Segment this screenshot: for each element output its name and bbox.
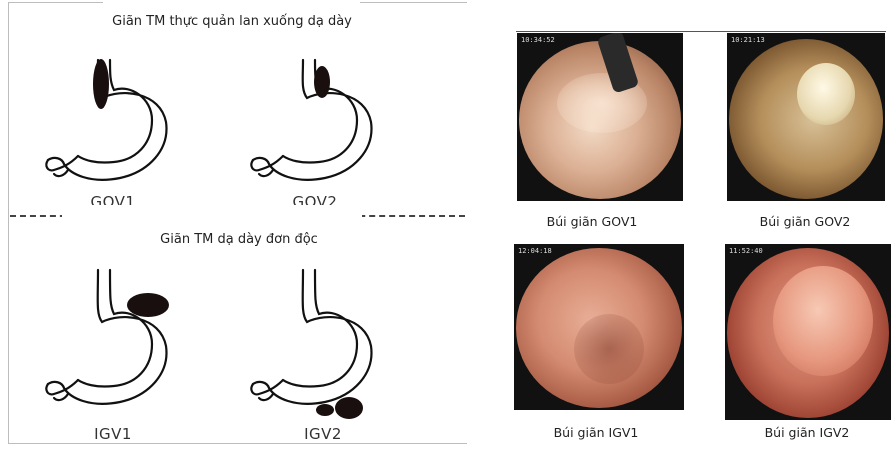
varix-blob [93, 59, 109, 109]
endoscopy-photo-igv2: 11:52:40 [725, 244, 891, 420]
varix-blob [127, 293, 169, 317]
photo-caption-gov1: Búi giãn GOV1 [547, 214, 638, 229]
stomach-diagram-gov1 [40, 60, 180, 185]
diagram-label-igv2: IGV2 [304, 425, 342, 443]
endoscopy-photo-gov2: 10:21:13 [727, 33, 885, 201]
stomach-diagram-igv1 [40, 270, 180, 410]
photo-caption-igv1: Búi giãn IGV1 [554, 425, 639, 440]
stomach-diagram-gov2 [245, 60, 385, 185]
photo-caption-igv2: Búi giãn IGV2 [765, 425, 850, 440]
panel-top-border [8, 2, 103, 3]
diagram-label-igv1: IGV1 [94, 425, 132, 443]
section-title-gov: Giãn TM thực quản lan xuống dạ dày [112, 14, 352, 29]
stomach-diagram-igv2 [245, 270, 385, 410]
photo-caption-gov2: Búi giãn GOV2 [760, 214, 851, 229]
section-title-igv: Giãn TM dạ dày đơn độc [160, 232, 318, 247]
panel-top-border [360, 2, 467, 3]
varix-blob [316, 404, 334, 416]
varix-blob [335, 397, 363, 419]
endoscopy-photo-gov1: 10:34:52 [517, 33, 683, 201]
endoscopy-photo-igv1: 12:04:18 [514, 244, 684, 410]
varix-blob [314, 66, 330, 98]
